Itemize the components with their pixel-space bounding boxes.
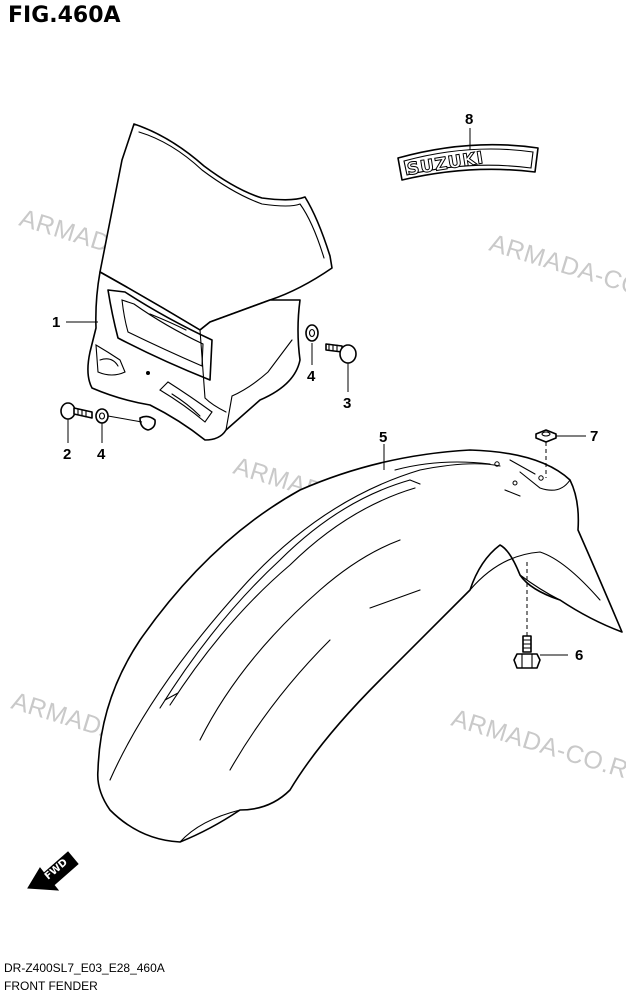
callout-4-lower: 4 [97,446,106,463]
figure-caption: FRONT FENDER [4,979,98,993]
part-2-screw[interactable] [60,402,93,420]
callout-7: 7 [590,428,598,445]
watermark-2: ARMADA-CO.RU [486,229,626,315]
watermark-5: ARMADA-CO.RU [448,704,626,790]
part-6-bolt[interactable] [513,635,541,669]
part-3-screw[interactable] [325,343,357,364]
callout-2: 2 [63,446,71,463]
callout-6: 6 [575,647,583,664]
callout-5: 5 [379,429,387,446]
part-1-headlight-cover[interactable] [87,123,333,441]
leader-lines [66,128,586,656]
part-7-nut[interactable] [535,429,557,443]
callouts: 1 2 3 4 4 5 6 7 8 [52,111,598,664]
part-5-front-fender[interactable] [96,449,623,843]
part-4-grommet-lower[interactable] [95,408,109,424]
part-4-grommet-upper[interactable] [305,324,319,342]
figure-title: FIG.460A [8,3,121,28]
part-8-emblem[interactable]: SUZUKI [397,143,539,181]
figure-code: DR-Z400SL7_E03_E28_460A [4,961,165,975]
callout-1: 1 [52,314,60,331]
callout-4-upper: 4 [307,368,316,385]
callout-8: 8 [465,111,473,128]
callout-3: 3 [343,395,351,412]
fwd-arrow-icon: FWD [27,851,79,891]
